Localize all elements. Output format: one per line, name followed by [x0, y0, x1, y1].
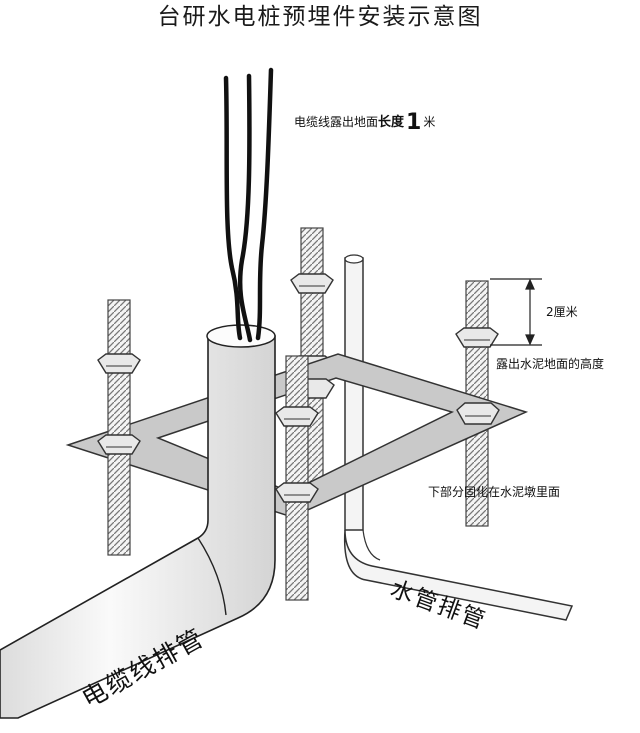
dimension-label: 2厘米	[546, 305, 578, 319]
plate-nut-back-right	[456, 402, 500, 425]
cable-note-unit: 米	[423, 115, 436, 129]
power-cables	[223, 67, 274, 343]
water-pipe-run	[343, 529, 574, 621]
cable-note-number: 1	[406, 110, 422, 135]
cable-note-emph: 长度	[378, 115, 405, 130]
anchor-bolt-front	[275, 355, 319, 601]
page-title: 台研水电桩预埋件安装示意图	[157, 4, 483, 30]
anchor-bolt-left	[97, 299, 141, 556]
embedded-part-note: 下部分固化在水泥墩里面	[428, 485, 561, 499]
dimension-2cm	[490, 278, 542, 346]
bolt-exposed-note: 露出水泥地面的高度	[496, 357, 605, 371]
cable-note-prefix: 电缆线露出地面	[294, 115, 379, 129]
